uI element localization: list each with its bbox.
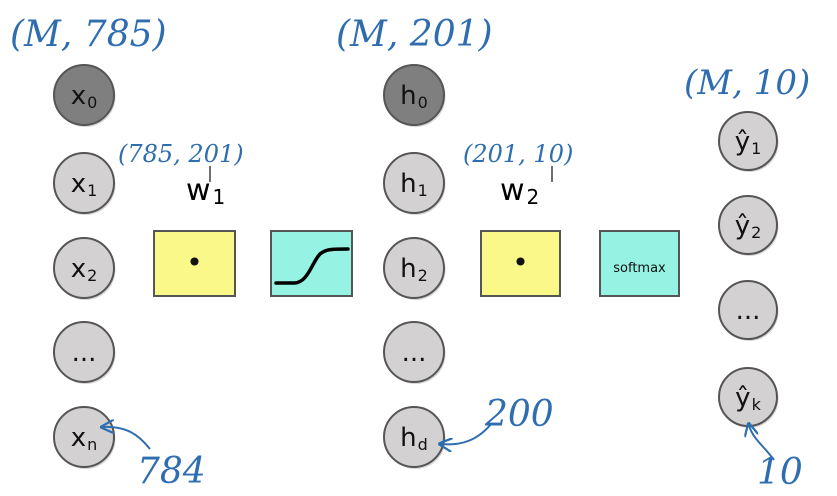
- hidden-count-label: 200: [484, 394, 554, 435]
- hidden-node-subscript: 2: [418, 266, 428, 285]
- input-count-arrow: [103, 427, 151, 450]
- hidden-node: h2: [383, 237, 446, 300]
- sigmoid-curve-icon: [274, 247, 350, 285]
- input-node-label: x2: [71, 254, 98, 285]
- input-node: xn: [53, 406, 116, 469]
- hidden-node-label: h1: [400, 169, 428, 200]
- input-node: x2: [53, 237, 116, 300]
- w1-dot-product-box: •: [153, 230, 236, 297]
- output-node-label: ŷ1: [735, 127, 762, 158]
- input-node-subscript: 2: [87, 266, 97, 285]
- w2-dot-product-box: •: [480, 230, 561, 297]
- sigmoid-activation-box: [270, 230, 353, 297]
- w1-shape-label: (785, 201): [118, 140, 244, 168]
- output-node-subscript: 1: [751, 139, 761, 158]
- output-count-arrow: [749, 425, 775, 461]
- hidden-node: h0: [383, 64, 446, 127]
- input-layer: x0 x1 x2... xn: [53, 64, 116, 469]
- hidden-node-label: h2: [400, 254, 428, 285]
- output-node-label: ŷk: [735, 383, 761, 414]
- w2-shape-label: (201, 10): [463, 140, 573, 168]
- output-node-subscript: 2: [751, 223, 761, 242]
- hidden-node-subscript: d: [418, 435, 428, 454]
- hidden-shape-label: (M, 201): [336, 14, 493, 55]
- output-node: ...: [718, 280, 779, 341]
- input-shape-label: (M, 785): [10, 14, 167, 55]
- input-node-label: x0: [71, 81, 98, 112]
- hidden-node: hd: [383, 406, 446, 469]
- input-node-label: ...: [72, 338, 97, 368]
- output-node-label: ...: [736, 296, 761, 326]
- softmax-label: softmax: [613, 261, 666, 276]
- softmax-activation-box: softmax: [599, 230, 680, 297]
- output-node-subscript: k: [752, 395, 762, 414]
- input-node-subscript: 1: [87, 181, 97, 200]
- input-node-subscript: n: [87, 435, 97, 454]
- w1-dot-icon: •: [186, 246, 203, 279]
- output-shape-label: (M, 10): [684, 63, 810, 103]
- hidden-node-subscript: 1: [418, 181, 428, 200]
- input-node-label: x1: [71, 169, 98, 200]
- input-node: x0: [53, 64, 116, 127]
- output-layer: ŷ1 ŷ2... ŷk: [718, 111, 779, 428]
- input-node-subscript: 0: [87, 93, 97, 112]
- w2-dot-icon: •: [512, 246, 529, 279]
- output-node: ŷk: [718, 367, 779, 428]
- hidden-node-label: hd: [400, 423, 428, 454]
- hidden-node-label: ...: [402, 338, 427, 368]
- hidden-count-arrow: [441, 422, 493, 444]
- output-node: ŷ2: [718, 195, 779, 256]
- hidden-node-label: h0: [400, 81, 428, 112]
- output-node: ŷ1: [718, 111, 779, 172]
- input-count-label: 784: [137, 451, 206, 492]
- hidden-layer: h0 h1 h2... hd: [383, 64, 446, 469]
- input-node: ...: [53, 321, 116, 384]
- hidden-node: h1: [383, 152, 446, 215]
- output-node-label: ŷ2: [735, 211, 762, 242]
- hidden-node-subscript: 0: [418, 93, 428, 112]
- input-node: x1: [53, 152, 116, 215]
- input-node-label: xn: [71, 423, 98, 454]
- output-count-label: 10: [757, 452, 803, 493]
- hidden-node: ...: [383, 321, 446, 384]
